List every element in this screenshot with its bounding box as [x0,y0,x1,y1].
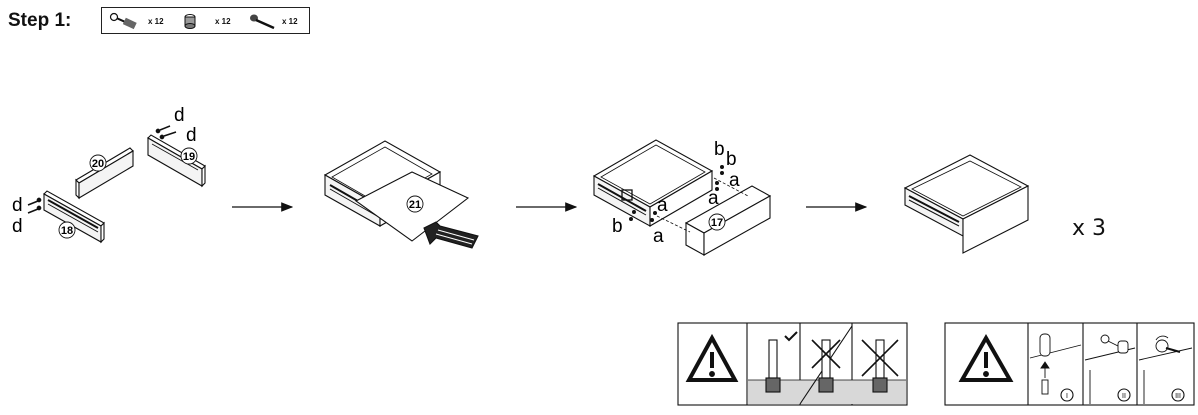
warning-triangle-icon [958,333,1014,382]
panel-18 [43,190,105,244]
too-deep-icon [861,339,899,393]
step-numeral-1: I [1066,393,1068,400]
panel-19 [147,134,206,188]
cam-insert-step-icon [1029,333,1082,395]
badge-20: 20 [92,158,104,170]
badge-18: 18 [61,225,73,237]
warning-panel-1 [677,322,908,406]
label-d-1: d [174,105,185,126]
cam-bolt-icon [109,12,137,30]
label-a-1: a [729,170,740,191]
parts-list: x 12 x 12 x 12 [101,7,310,34]
cam-align-step-icon [1084,334,1136,404]
qty-cam-lock: x 12 [215,17,231,26]
label-a-3: a [657,195,668,216]
warning-panel-2 [944,322,1195,406]
exploded-panels-figure [27,125,206,244]
cam-lock-icon [184,14,196,29]
warning-triangle-icon [685,333,739,382]
step-numeral-2: II [1122,393,1126,400]
attach-front-figure [592,139,772,256]
badge-17: 17 [711,217,723,229]
panel-20 [75,147,134,200]
quantity-multiplier: x 3 [1072,216,1107,241]
label-a-4: a [653,226,664,247]
label-b-3: b [612,216,623,237]
label-d-2: d [186,125,197,146]
push-arrow [423,221,479,249]
label-b-1: b [714,139,725,160]
step-numeral-3: III [1175,393,1181,400]
badge-21: 21 [409,199,421,211]
label-d-4: d [12,216,23,237]
parts-icons [109,12,275,30]
label-a-2: a [708,188,719,209]
dowel-marks [27,125,177,214]
fastener-dots [629,165,724,222]
cam-turn-step-icon [1138,335,1193,404]
correct-depth-icon [765,331,798,393]
too-shallow-icon [799,325,853,405]
step-title: Step 1: [8,10,72,31]
qty-cam-bolt: x 12 [148,17,164,26]
label-d-3: d [12,195,23,216]
insert-bottom-figure [323,140,479,249]
screw-icon [250,14,275,30]
qty-screw: x 12 [282,17,298,26]
part-badges-fig1 [58,147,198,239]
finished-drawer-figure [903,154,1030,254]
label-b-2: b [726,149,737,170]
badge-19: 19 [183,151,195,163]
